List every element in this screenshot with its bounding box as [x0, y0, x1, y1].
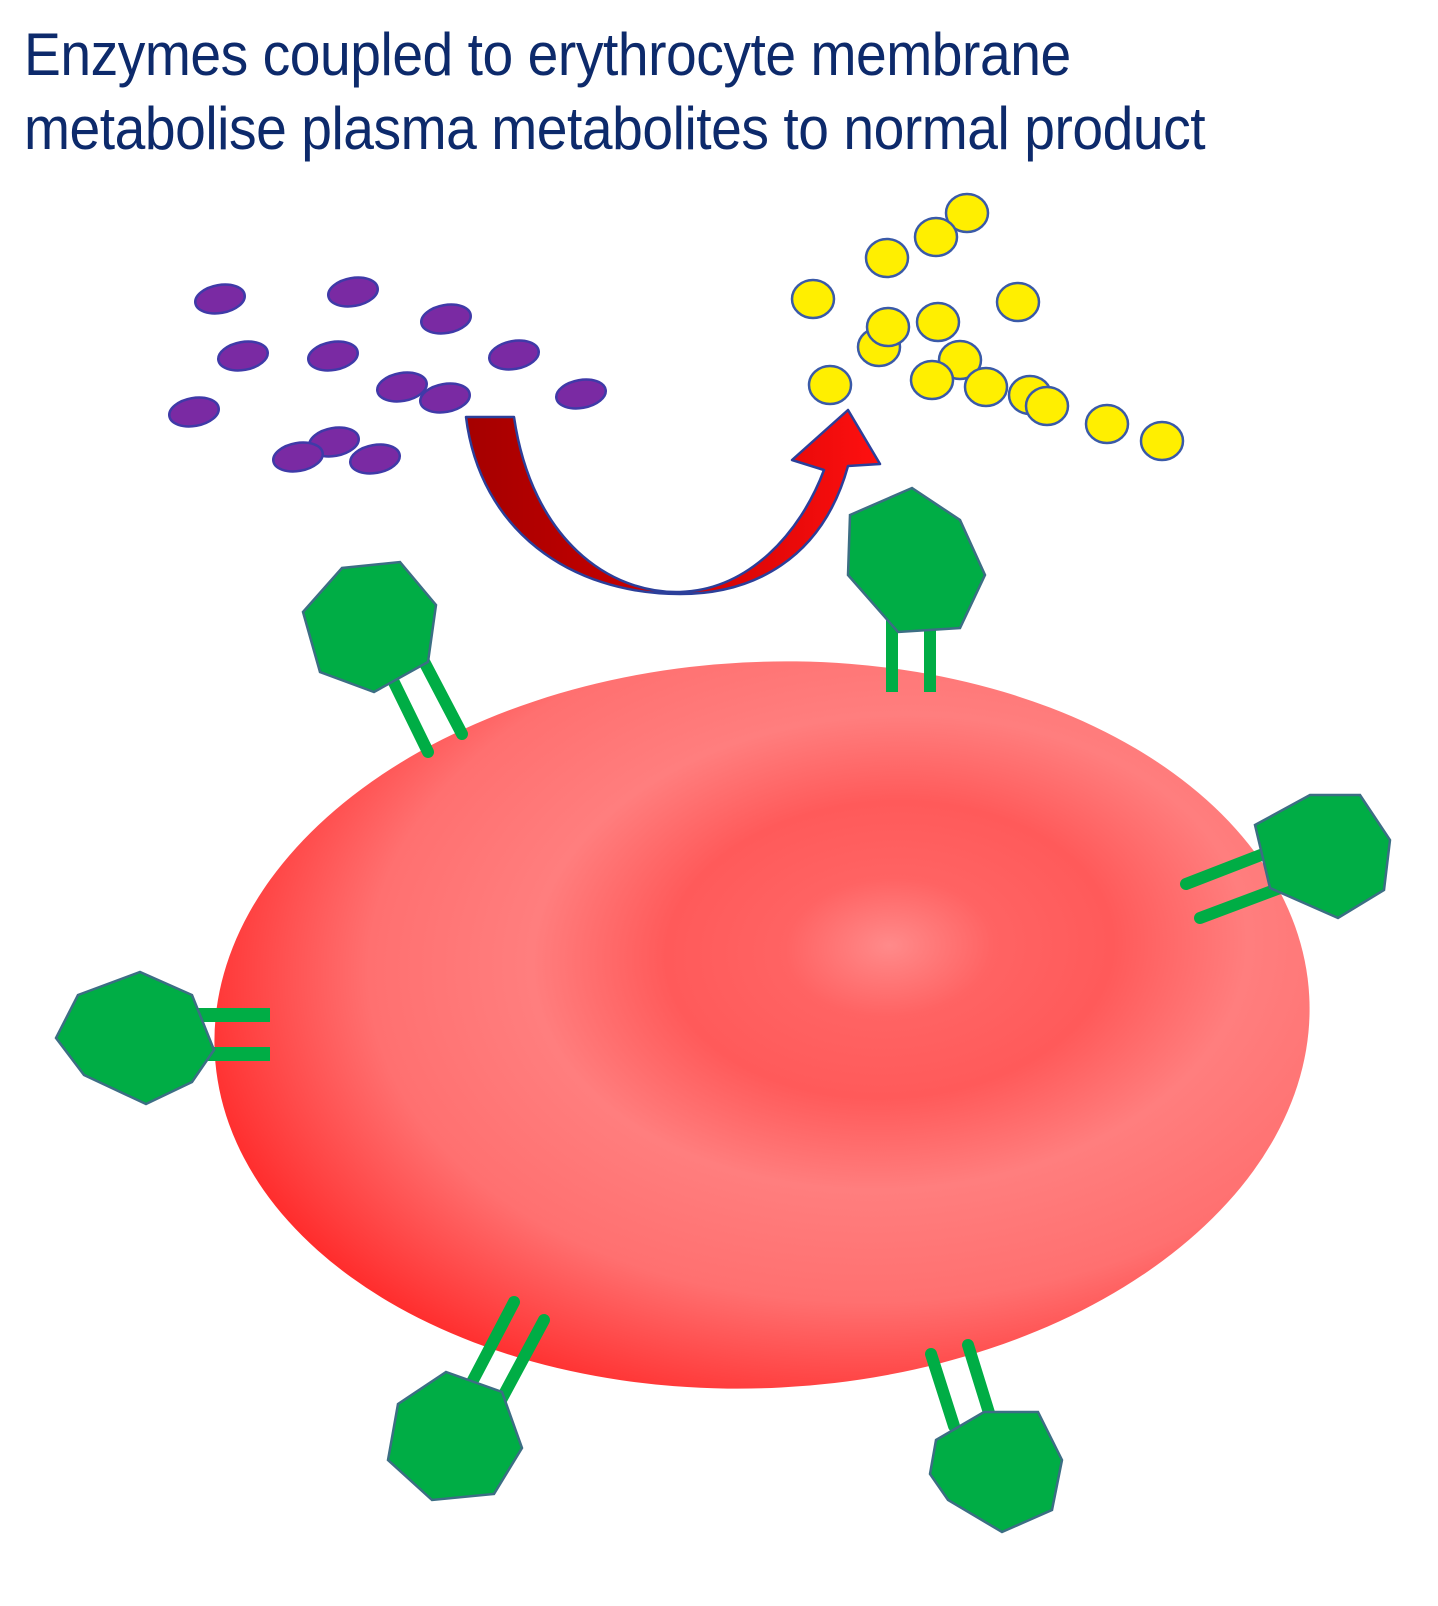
product-molecule	[915, 301, 961, 343]
enzyme-layer	[54, 486, 1392, 1534]
metabolite-molecule	[307, 340, 359, 372]
metabolite-molecule	[217, 340, 269, 372]
metabolite-molecule	[420, 303, 472, 335]
metabolite-molecule	[168, 396, 220, 428]
title-line-2: metabolise plasma metabolites to normal …	[24, 95, 1206, 162]
product-cluster	[790, 192, 1185, 462]
enzyme-heptagon	[928, 1410, 1064, 1534]
product-molecule	[807, 364, 853, 406]
product-molecule	[913, 216, 959, 258]
enzyme-linker	[925, 1348, 960, 1432]
enzyme-upper-left	[301, 560, 468, 758]
conversion-arrow	[464, 408, 882, 596]
metabolite-molecule	[272, 441, 324, 473]
product-molecule	[1024, 385, 1070, 427]
erythrocyte	[214, 661, 1310, 1389]
enzyme-heptagon	[54, 970, 216, 1106]
metabolite-molecule	[327, 276, 379, 308]
enzyme-linker	[464, 1296, 520, 1392]
enzyme-heptagon	[301, 560, 438, 694]
product-molecule	[909, 359, 955, 401]
product-molecule	[1139, 420, 1185, 462]
metabolite-cluster	[168, 276, 607, 475]
enzyme-right	[1180, 793, 1392, 924]
metabolite-molecule	[349, 443, 401, 475]
metabolite-molecule	[488, 339, 540, 371]
metabolite-molecule	[376, 371, 428, 403]
enzyme-linker	[1194, 882, 1286, 924]
product-molecule	[864, 237, 910, 279]
erythrocyte-body	[214, 661, 1310, 1389]
metabolite-molecule	[194, 283, 246, 315]
product-molecule	[944, 192, 990, 234]
enzyme-left	[54, 970, 270, 1106]
enzyme-bottom-left	[386, 1296, 550, 1502]
conversion-arrow-shape	[464, 408, 882, 596]
metabolite-molecule	[555, 378, 607, 410]
product-molecule	[865, 306, 911, 348]
enzyme-linker	[1180, 847, 1272, 890]
enzyme-heptagon	[386, 1370, 524, 1502]
enzyme-linker	[188, 1008, 270, 1022]
enzyme-linker	[962, 1339, 996, 1422]
enzyme-heptagon	[846, 486, 987, 634]
enzyme-top-center	[846, 486, 987, 692]
enzyme-linker	[494, 1314, 550, 1408]
product-molecule	[790, 278, 836, 320]
product-molecule	[963, 366, 1009, 408]
page-title: Enzymes coupled to erythrocyte membrane …	[24, 18, 1424, 166]
enzyme-bottom-right	[925, 1339, 1064, 1534]
product-molecule	[1084, 403, 1130, 445]
title-line-1: Enzymes coupled to erythrocyte membrane	[24, 21, 1071, 88]
enzyme-heptagon	[1253, 793, 1392, 920]
product-molecule	[995, 281, 1041, 323]
metabolite-molecule	[419, 382, 471, 414]
